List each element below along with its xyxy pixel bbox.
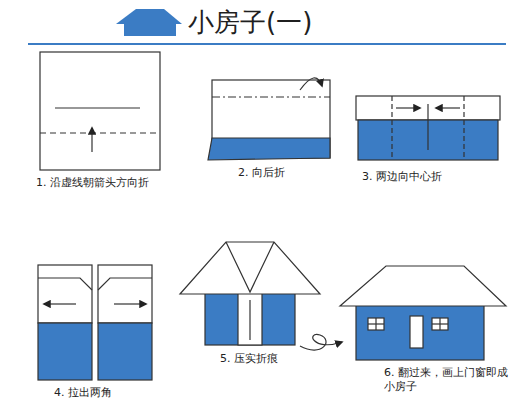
- step-caption: 2. 向后折: [238, 166, 328, 180]
- step-caption: 5. 压实折痕: [220, 352, 320, 366]
- step5-house: [180, 242, 320, 345]
- step6-house: [340, 266, 506, 360]
- step3-fold: [356, 96, 500, 160]
- page-title: 小房子(一): [188, 6, 312, 40]
- step4-pull: [38, 265, 152, 380]
- step-caption: 3. 两边向中心折: [362, 170, 492, 184]
- curly-arrow: [300, 334, 342, 350]
- step-caption: 6. 翻过来，画上门窗即成小房子: [384, 366, 508, 395]
- step2-fold: [208, 78, 330, 160]
- title-house-icon: [116, 9, 182, 36]
- step-caption: 4. 拉出两角: [54, 386, 154, 400]
- step1-square: [40, 52, 160, 170]
- title-rule: [28, 43, 506, 45]
- step-caption: 1. 沿虚线朝箭头方向折: [36, 176, 158, 190]
